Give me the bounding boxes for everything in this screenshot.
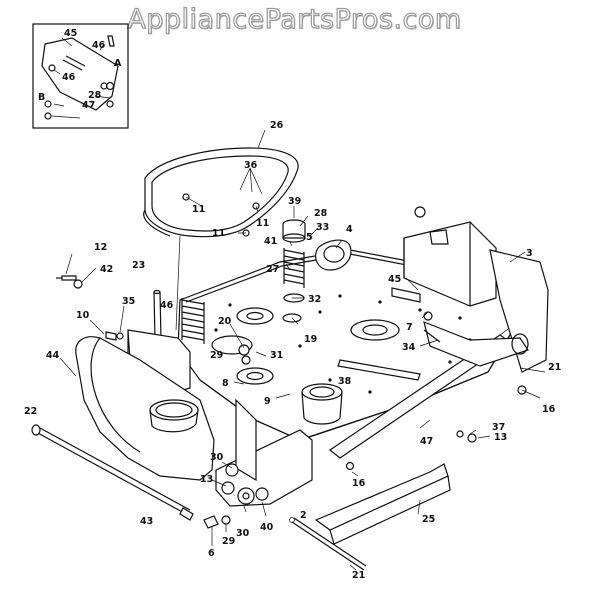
part-label: 30: [210, 452, 224, 463]
part-label: 8: [222, 378, 229, 389]
inset-label: 46: [62, 72, 76, 83]
spring-assembly: [282, 206, 352, 325]
part-label: 22: [24, 406, 37, 417]
part-label: 44: [46, 350, 60, 361]
right-guard: [391, 206, 549, 399]
part-label: 3: [526, 248, 533, 259]
part-label: 21: [548, 362, 561, 373]
part-label: 4: [346, 224, 353, 235]
part-label: 23: [132, 260, 145, 271]
part-label: 11: [256, 218, 269, 229]
part-label: 46: [160, 300, 174, 311]
discharge-chute: [59, 336, 215, 481]
part-label: 29: [222, 536, 235, 547]
part-label: 33: [316, 222, 329, 233]
inset-label: 47: [82, 100, 95, 111]
part-label: 12: [94, 242, 107, 253]
inset-label: 46: [92, 40, 106, 51]
part-label: 10: [76, 310, 90, 321]
part-label: 20: [218, 316, 232, 327]
inset-label: 28: [88, 90, 102, 101]
labels: 45 46 46 A B 28 47 26 36 11 11 11 39 28 …: [24, 28, 561, 581]
part-label: 32: [308, 294, 321, 305]
axle-bracket: [203, 398, 313, 546]
inset-label: A: [114, 58, 122, 69]
part-label: 43: [140, 516, 153, 527]
part-label: 19: [304, 334, 317, 345]
inset-label: B: [38, 92, 45, 103]
part-label: 7: [406, 322, 413, 333]
part-label: 9: [264, 396, 271, 407]
part-label: 6: [208, 548, 215, 559]
part-label: 30: [236, 528, 250, 539]
part-label: 11: [212, 228, 225, 239]
inset-bracket-detail: [32, 23, 129, 129]
part-label: 40: [260, 522, 274, 533]
misc-hardware: [56, 253, 491, 477]
part-label: 16: [542, 404, 556, 415]
part-label: 26: [270, 120, 284, 131]
rod-43: [31, 424, 194, 521]
part-label: 42: [100, 264, 113, 275]
part-label: 28: [314, 208, 328, 219]
part-label: 36: [244, 160, 258, 171]
part-label: 16: [352, 478, 366, 489]
part-label: 11: [192, 204, 205, 215]
watermark: AppliancePartsPros.com: [127, 3, 462, 35]
part-label: 47: [420, 436, 433, 447]
part-label: 13: [200, 474, 213, 485]
part-label: 37: [492, 422, 505, 433]
part-label: 27: [266, 264, 279, 275]
grass-catcher-tub: [143, 129, 299, 331]
part-label: 13: [494, 432, 507, 443]
part-label: 34: [402, 342, 416, 353]
part-label: 38: [338, 376, 352, 387]
deflector-and-rod: [289, 463, 451, 571]
part-label: 35: [122, 296, 135, 307]
part-label: 2: [300, 510, 307, 521]
main-frame-plate: [177, 249, 536, 459]
part-label: 21: [352, 570, 365, 581]
part-label: 25: [422, 514, 435, 525]
part-label: 29: [210, 350, 223, 361]
part-label: 5: [306, 232, 313, 243]
part-label: 31: [270, 350, 283, 361]
inset-label: 45: [64, 28, 77, 39]
part-label: 41: [264, 236, 277, 247]
part-label: 39: [288, 196, 301, 207]
part-label: 45: [388, 274, 401, 285]
